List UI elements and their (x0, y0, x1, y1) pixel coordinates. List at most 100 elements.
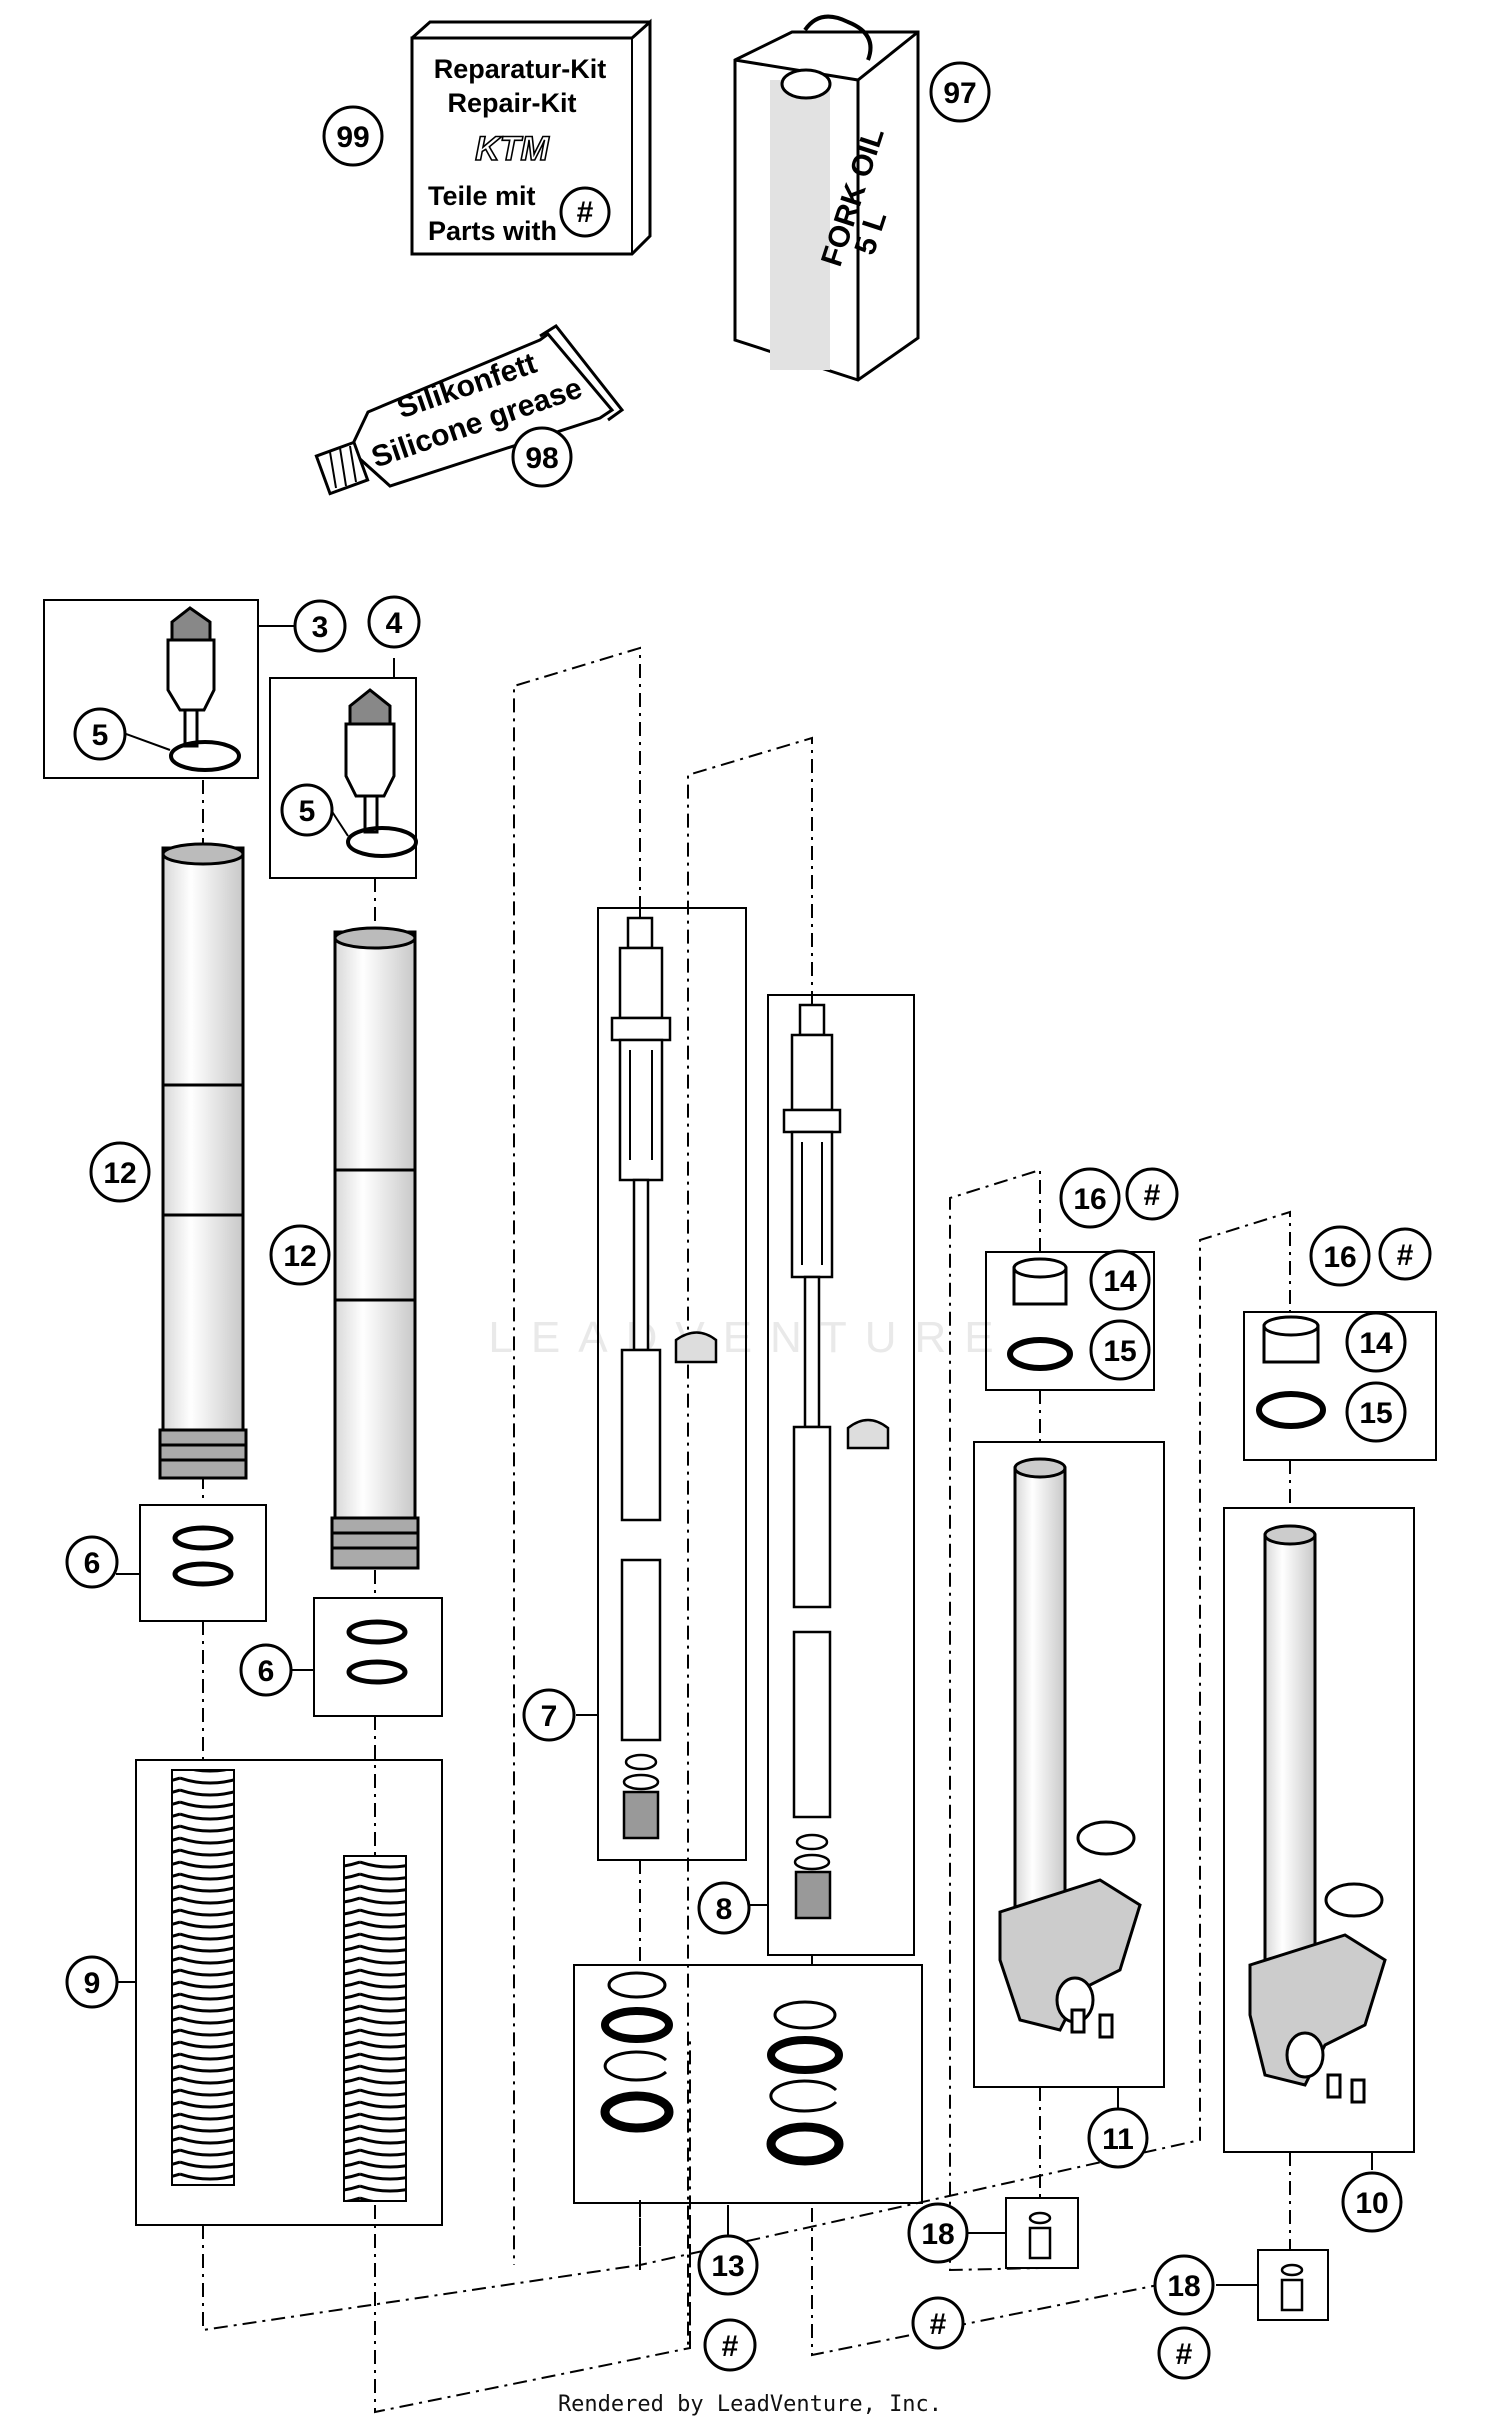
repair-kit-box[interactable]: Reparatur-Kit Repair-Kit KTM Teile mit P… (410, 18, 652, 256)
callout-99[interactable]: 99 (322, 105, 384, 167)
fork-cap-3[interactable] (166, 606, 216, 748)
spring-9b[interactable] (343, 1855, 407, 2202)
callout-98[interactable]: 98 (511, 426, 573, 488)
fork-cap-4[interactable] (344, 688, 396, 834)
svg-text:18: 18 (1167, 2270, 1200, 2303)
svg-text:6: 6 (84, 1547, 101, 1580)
callout-16a[interactable]: 16 (1059, 1167, 1121, 1229)
spring-9a[interactable] (171, 1769, 235, 2186)
svg-text:98: 98 (525, 442, 558, 475)
o-ring-5b[interactable] (346, 826, 418, 858)
callout-6a[interactable]: 6 (65, 1535, 119, 1589)
callout-8[interactable]: 8 (697, 1881, 751, 1935)
inner-tube-10[interactable] (1248, 1524, 1387, 2104)
screw-18a[interactable] (1028, 2211, 1052, 2260)
group-box-11 (973, 1441, 1165, 2088)
group-box-3 (43, 599, 259, 779)
group-box-9 (135, 1759, 443, 2226)
o-ring-11[interactable] (1076, 1820, 1136, 1856)
callout-3[interactable]: 3 (293, 599, 347, 653)
o-ring-10[interactable] (1324, 1882, 1384, 1918)
svg-text:9: 9 (84, 1967, 101, 2000)
o-ring-5a[interactable] (169, 740, 241, 772)
group-box-8 (767, 994, 915, 1956)
footer-credit: Rendered by LeadVenture, Inc. (557, 2392, 943, 2417)
callout-12a[interactable]: 12 (89, 1141, 151, 1203)
bushing-15a[interactable] (1007, 1337, 1073, 1371)
svg-text:#: # (1397, 1239, 1414, 1272)
group-box-6b (313, 1597, 443, 1717)
callout-16b-hash[interactable]: # (1378, 1227, 1432, 1281)
callout-13-hash[interactable]: # (703, 2318, 757, 2372)
callout-11[interactable]: 11 (1087, 2107, 1149, 2169)
inner-tube-11[interactable] (998, 1457, 1142, 2039)
seal-kit-13[interactable] (600, 1971, 844, 2166)
callout-18a-hash[interactable]: # (911, 2296, 965, 2350)
group-box-10 (1223, 1507, 1415, 2153)
svg-text:10: 10 (1355, 2187, 1388, 2220)
group-box-14-15-a (985, 1251, 1155, 1391)
cartridge-7-cap-nut[interactable] (674, 1331, 718, 1364)
repair-kit-line3: Teile mit (428, 181, 536, 211)
callout-12b[interactable]: 12 (269, 1224, 331, 1286)
screw-18b[interactable] (1280, 2263, 1304, 2312)
svg-text:4: 4 (386, 607, 403, 640)
callout-4[interactable]: 4 (367, 595, 421, 649)
svg-text:3: 3 (312, 611, 329, 644)
callout-14a[interactable]: 14 (1089, 1249, 1151, 1311)
group-box-14-15-b (1243, 1311, 1437, 1461)
svg-text:16: 16 (1323, 1241, 1356, 1274)
svg-text:15: 15 (1103, 1335, 1136, 1368)
washer-6b-bottom[interactable] (346, 1659, 408, 1685)
callout-16b[interactable]: 16 (1309, 1225, 1371, 1287)
bushing-14b[interactable] (1262, 1315, 1320, 1364)
callout-5b[interactable]: 5 (280, 783, 334, 837)
washer-6b-top[interactable] (346, 1619, 408, 1645)
callout-18b-hash[interactable]: # (1157, 2326, 1211, 2380)
callout-16a-hash[interactable]: # (1125, 1167, 1179, 1221)
ktm-logo: KTM (475, 130, 549, 168)
svg-text:14: 14 (1359, 1327, 1393, 1360)
svg-text:#: # (722, 2330, 739, 2363)
bushing-14a[interactable] (1012, 1257, 1068, 1306)
washer-6a-top[interactable] (172, 1525, 234, 1551)
callout-leaders (116, 625, 1373, 2286)
cartridge-8[interactable] (782, 1003, 842, 1920)
callout-5a[interactable]: 5 (73, 707, 127, 761)
outer-tube-12a[interactable] (158, 842, 248, 1480)
svg-text:12: 12 (103, 1157, 136, 1190)
svg-text:16: 16 (1073, 1183, 1106, 1216)
washer-6a-bottom[interactable] (172, 1561, 234, 1587)
callout-6b[interactable]: 6 (239, 1643, 293, 1697)
repair-kit-line1: Reparatur-Kit (434, 54, 607, 84)
bushing-15b[interactable] (1256, 1391, 1326, 1429)
callout-14b[interactable]: 14 (1345, 1311, 1407, 1373)
svg-text:97: 97 (943, 77, 976, 110)
svg-text:5: 5 (92, 719, 109, 752)
svg-text:#: # (1176, 2338, 1193, 2371)
cartridge-7[interactable] (610, 916, 672, 1840)
callout-97[interactable]: 97 (929, 61, 991, 123)
svg-text:6: 6 (258, 1655, 275, 1688)
watermark-text: LEADVENTURE (488, 1313, 1011, 1362)
svg-text:13: 13 (711, 2250, 744, 2283)
callout-9[interactable]: 9 (65, 1955, 119, 2009)
repair-kit-hash-circle (559, 186, 611, 238)
callout-18a[interactable]: 18 (907, 2202, 969, 2264)
callout-13[interactable]: 13 (697, 2234, 759, 2296)
callout-7[interactable]: 7 (522, 1688, 576, 1742)
outer-tube-12b[interactable] (330, 926, 420, 1570)
callout-15a[interactable]: 15 (1089, 1319, 1151, 1381)
fork-oil-can[interactable]: FORK OIL 5 L (733, 14, 920, 382)
silicone-grease-tube[interactable]: Silikonfett Silicone grease (314, 324, 625, 496)
callout-10[interactable]: 10 (1341, 2171, 1403, 2233)
callouts: 99 97 98 3 4 5 5 12 12 6 6 9 7 8 13 # 16… (65, 61, 1432, 2380)
svg-text:7: 7 (541, 1700, 558, 1733)
repair-kit-line4: Parts with (428, 216, 557, 246)
group-box-13 (573, 1964, 923, 2204)
callout-18b[interactable]: 18 (1153, 2254, 1215, 2316)
group-box-7 (597, 907, 747, 1861)
callout-15b[interactable]: 15 (1345, 1381, 1407, 1443)
cartridge-8-cap-nut[interactable] (846, 1418, 890, 1450)
